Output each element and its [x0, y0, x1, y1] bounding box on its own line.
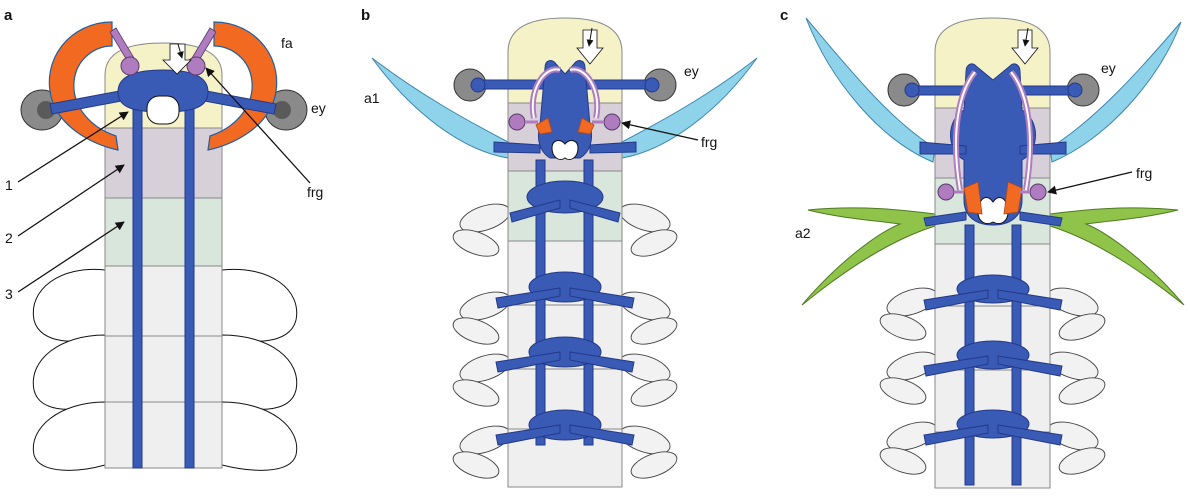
frontal-ganglion-right — [186, 56, 206, 76]
panel-c-eyes — [887, 73, 1100, 107]
panel-a-letter: a — [4, 7, 13, 24]
panel-c-antennae-a2 — [801, 207, 1185, 306]
frontal-ganglion-left — [120, 56, 140, 76]
mouth-arrow — [576, 29, 604, 65]
panel-a-trunk-appendages — [32, 268, 298, 471]
label-a1: a1 — [364, 90, 380, 106]
brain — [537, 60, 593, 159]
panel-b-letter: b — [361, 7, 370, 24]
pointer-frg — [205, 67, 311, 184]
stomodeum — [146, 95, 180, 125]
panel-b-nervous-system — [470, 60, 660, 446]
pointer-3 — [17, 221, 125, 293]
nerve-cord-right — [184, 99, 195, 469]
stomodeum — [551, 140, 579, 161]
label-frg: frg — [701, 134, 717, 150]
frontal-ganglion-right — [1029, 183, 1047, 201]
antenna-a1-right — [1049, 21, 1182, 163]
label-ey: ey — [311, 100, 326, 116]
frontal-ganglion-left — [508, 113, 526, 131]
mouth-arrow — [1011, 29, 1039, 65]
trunk-segment — [104, 265, 223, 337]
trunk-appendage — [221, 334, 298, 410]
stomodeum — [977, 197, 1009, 225]
antenna-a1-left — [805, 17, 936, 163]
antenna-a1-left — [371, 57, 509, 159]
label-frg: frg — [307, 184, 323, 200]
label-3: 3 — [5, 286, 13, 302]
label-frg: frg — [1136, 165, 1152, 181]
panel-a: a — [4, 7, 326, 471]
antenna-a2-left — [801, 207, 936, 306]
label-a2: a2 — [795, 225, 811, 241]
panel-b-frontal-ganglia — [508, 66, 621, 131]
panel-a-frontal-ganglia — [109, 27, 217, 76]
pointer-2 — [17, 164, 125, 237]
trunk-appendage — [221, 268, 298, 342]
trunk-appendage — [32, 334, 106, 410]
frontal-ganglion-right — [603, 113, 621, 131]
label-ey: ey — [1101, 60, 1116, 76]
panel-c-frontal-remnants — [963, 181, 1023, 215]
segment-1 — [104, 127, 223, 199]
trunk-appendage — [32, 268, 106, 342]
label-ey: ey — [684, 63, 699, 79]
panel-c-letter: c — [780, 7, 788, 24]
label-1: 1 — [5, 177, 13, 193]
brain — [117, 69, 209, 113]
panel-c: c — [780, 7, 1185, 489]
trunk-appendage — [221, 401, 298, 471]
segment-2 — [104, 197, 223, 267]
frontal-appendage-right — [207, 21, 278, 151]
panel-b-eyes — [453, 68, 677, 102]
antenna-a2-right — [1049, 207, 1185, 306]
panel-a-nervous-system — [49, 69, 277, 469]
nerve-cord-left — [132, 99, 143, 469]
panel-c-antennae-a1 — [805, 17, 1182, 163]
trunk-segment — [104, 335, 223, 403]
pointer-1 — [17, 111, 129, 183]
trunk-appendage — [32, 401, 106, 471]
pointer-frg — [1047, 171, 1133, 195]
panel-c-frontal-ganglia — [937, 70, 1047, 201]
mouth-arrow — [162, 43, 192, 75]
frontal-ganglion-left — [937, 183, 955, 201]
label-fa: fa — [281, 35, 293, 51]
label-2: 2 — [5, 230, 13, 246]
pointer-frg — [621, 120, 699, 141]
panel-b-frontal-remnants — [535, 117, 595, 135]
panel-a-frontal-appendages — [48, 21, 278, 151]
trunk-segment — [104, 401, 223, 469]
frontal-appendage-left — [48, 21, 119, 151]
panel-b: b — [361, 7, 758, 488]
panel-c-trunk-appendages — [879, 287, 1106, 475]
